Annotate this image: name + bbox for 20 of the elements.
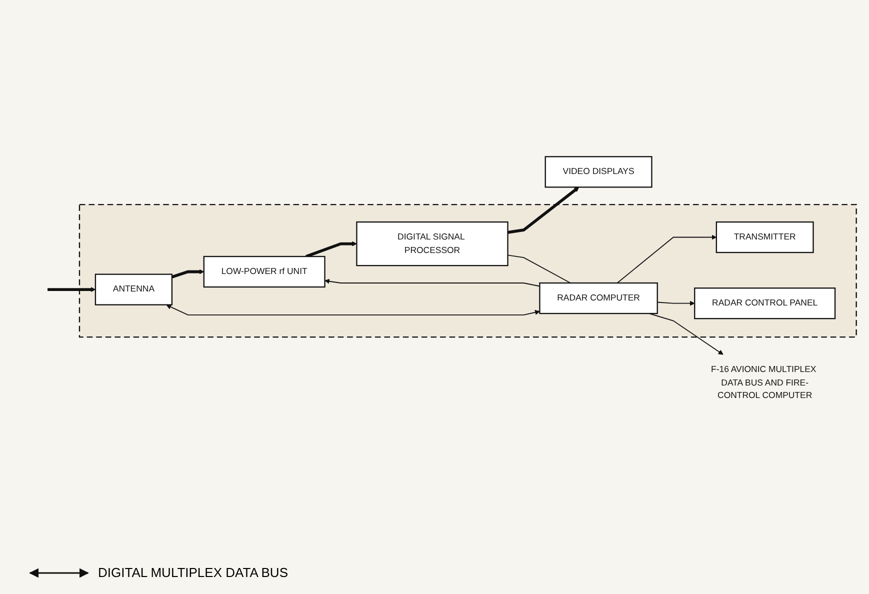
arrow — [508, 186, 580, 234]
node-box: DIGITAL SIGNAL PROCESSOR — [356, 221, 508, 266]
node-box: LOW-POWER rf UNIT — [203, 256, 326, 288]
cluster — [78, 204, 857, 338]
arrow — [648, 312, 724, 354]
node-box: VIDEO DISPLAYS — [544, 156, 652, 188]
arrow — [324, 278, 540, 286]
node-box: RADAR CONTROL PANEL — [694, 287, 836, 319]
arrow — [616, 234, 717, 284]
arrow — [306, 240, 357, 258]
node-box: ANTENNA — [94, 273, 173, 305]
node-text: F-16 AVIONIC MULTIPLEX DATA BUS AND FIRE-CONTROL COMPUTER — [711, 364, 816, 400]
connector — [507, 254, 571, 284]
legend-text: DIGITAL MULTIPLEX DATA BUS — [98, 565, 288, 580]
arrow — [656, 300, 695, 306]
arrow — [172, 268, 204, 278]
node-box: TRANSMITTER — [716, 221, 814, 253]
arrow — [48, 286, 96, 292]
node-box: RADAR COMPUTER — [539, 282, 658, 314]
arrow — [166, 304, 540, 315]
